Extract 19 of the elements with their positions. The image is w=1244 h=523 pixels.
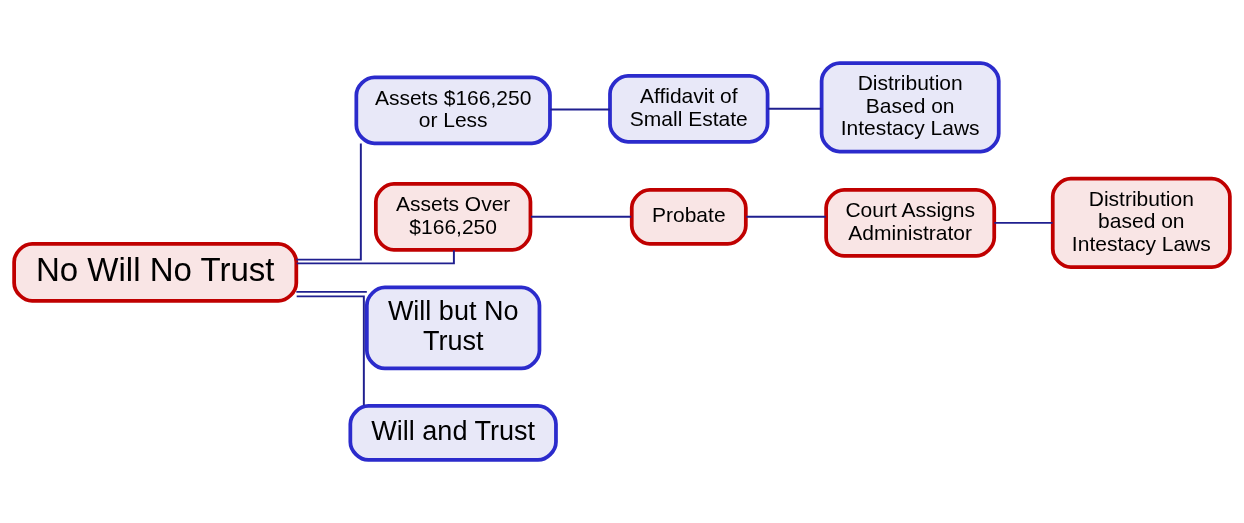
node-box: Distribution Based on Intestacy Laws — [819, 61, 1001, 154]
connector — [993, 221, 1054, 224]
connector — [745, 215, 827, 218]
node-box: Affidavit of Small Estate — [608, 73, 770, 144]
node-box: Probate — [629, 187, 748, 246]
node-box: Will but No Trust — [364, 285, 542, 371]
node-box: Distribution based on Intestacy Laws — [1050, 176, 1232, 269]
connector — [295, 142, 362, 261]
node-box: Court Assigns Administrator — [824, 187, 997, 258]
connector — [767, 107, 823, 110]
node-box: No Will No Trust — [12, 242, 299, 303]
connector — [295, 295, 365, 407]
connector — [295, 249, 455, 265]
node-box: Assets $166,250 or Less — [354, 75, 552, 146]
connector — [549, 108, 611, 111]
node-box: Assets Over $166,250 — [373, 181, 533, 252]
connector — [529, 215, 633, 218]
connector — [295, 290, 368, 293]
node-box: Will and Trust — [348, 404, 558, 462]
